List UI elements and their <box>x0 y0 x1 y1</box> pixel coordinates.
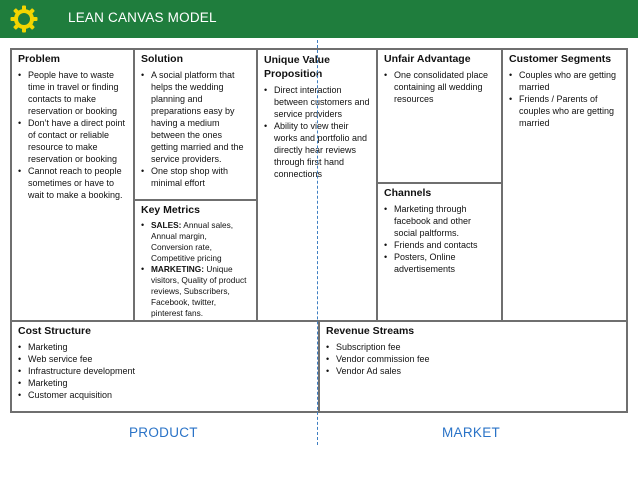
market-label: MARKET <box>442 425 501 440</box>
list-item: Cannot reach to people sometimes or have… <box>18 165 127 201</box>
channels-title: Channels <box>384 187 432 199</box>
list-item: Posters, Online advertisements <box>384 251 495 275</box>
revenue-streams-box: Revenue Streams Subscription fee Vendor … <box>318 320 628 413</box>
list-item: Infrastructure development <box>18 365 312 377</box>
list-item: Friends and contacts <box>384 239 495 251</box>
uvp-title-line1: Unique Value <box>264 54 330 66</box>
list-item: Web service fee <box>18 353 312 365</box>
unfair-advantage-box: Unfair Advantage One consolidated place … <box>376 48 503 184</box>
metric-label: SALES: <box>151 220 182 230</box>
metric-text: Annual sales, Annual margin, Conversion … <box>151 220 234 263</box>
list-item: One stop shop with minimal effort <box>141 165 250 189</box>
list-item: Marketing through facebook and other soc… <box>384 203 495 239</box>
revenue-streams-title: Revenue Streams <box>326 325 415 337</box>
list-item: Marketing <box>18 377 312 389</box>
solution-list: A social platform that helps the wedding… <box>141 69 250 189</box>
list-item: Vendor commission fee <box>326 353 620 365</box>
solution-box: Solution A social platform that helps th… <box>133 48 258 201</box>
key-metrics-list: SALES: Annual sales, Annual margin, Conv… <box>141 220 250 319</box>
channels-box: Channels Marketing through facebook and … <box>376 182 503 322</box>
page-title: LEAN CANVAS MODEL <box>68 10 217 25</box>
list-item: Ability to view their works and portfoli… <box>264 120 370 180</box>
cost-structure-title: Cost Structure <box>18 325 91 337</box>
list-item: A social platform that helps the wedding… <box>141 69 250 165</box>
customer-segments-list: Couples who are getting married Friends … <box>509 69 620 129</box>
list-item: SALES: Annual sales, Annual margin, Conv… <box>141 220 250 264</box>
list-item: Subscription fee <box>326 341 620 353</box>
customer-segments-box: Customer Segments Couples who are gettin… <box>501 48 628 322</box>
cost-structure-list: Marketing Web service fee Infrastructure… <box>18 341 312 401</box>
header-bar: LEAN CANVAS MODEL <box>0 0 638 38</box>
sun-gear-icon <box>10 5 38 33</box>
list-item: Couples who are getting married <box>509 69 620 93</box>
metric-text: Unique visitors, Quality of product revi… <box>151 264 247 318</box>
revenue-streams-list: Subscription fee Vendor commission fee V… <box>326 341 620 377</box>
list-item: One consolidated place containing all we… <box>384 69 495 105</box>
problem-box: Problem People have to waste time in tra… <box>10 48 135 322</box>
solution-title: Solution <box>141 53 183 65</box>
list-item: Don’t have a direct point of contact or … <box>18 117 127 165</box>
unfair-advantage-list: One consolidated place containing all we… <box>384 69 495 105</box>
cost-structure-box: Cost Structure Marketing Web service fee… <box>10 320 320 413</box>
product-label: PRODUCT <box>129 425 198 440</box>
list-item: Marketing <box>18 341 312 353</box>
list-item: Customer acquisition <box>18 389 312 401</box>
key-metrics-box: Key Metrics SALES: Annual sales, Annual … <box>133 199 258 322</box>
problem-list: People have to waste time in travel or f… <box>18 69 127 201</box>
uvp-title-line2: Proposition <box>264 68 323 80</box>
metric-label: MARKETING: <box>151 264 205 274</box>
problem-title: Problem <box>18 53 61 65</box>
list-item: MARKETING: Unique visitors, Quality of p… <box>141 264 250 319</box>
key-metrics-title: Key Metrics <box>141 204 200 216</box>
channels-list: Marketing through facebook and other soc… <box>384 203 495 275</box>
customer-segments-title: Customer Segments <box>509 53 612 65</box>
list-item: Friends / Parents of couples who are get… <box>509 93 620 129</box>
uvp-list: Direct interaction between customers and… <box>264 84 370 180</box>
unfair-advantage-title: Unfair Advantage <box>384 53 471 65</box>
list-item: People have to waste time in travel or f… <box>18 69 127 117</box>
product-market-divider <box>317 40 318 445</box>
list-item: Vendor Ad sales <box>326 365 620 377</box>
list-item: Direct interaction between customers and… <box>264 84 370 120</box>
